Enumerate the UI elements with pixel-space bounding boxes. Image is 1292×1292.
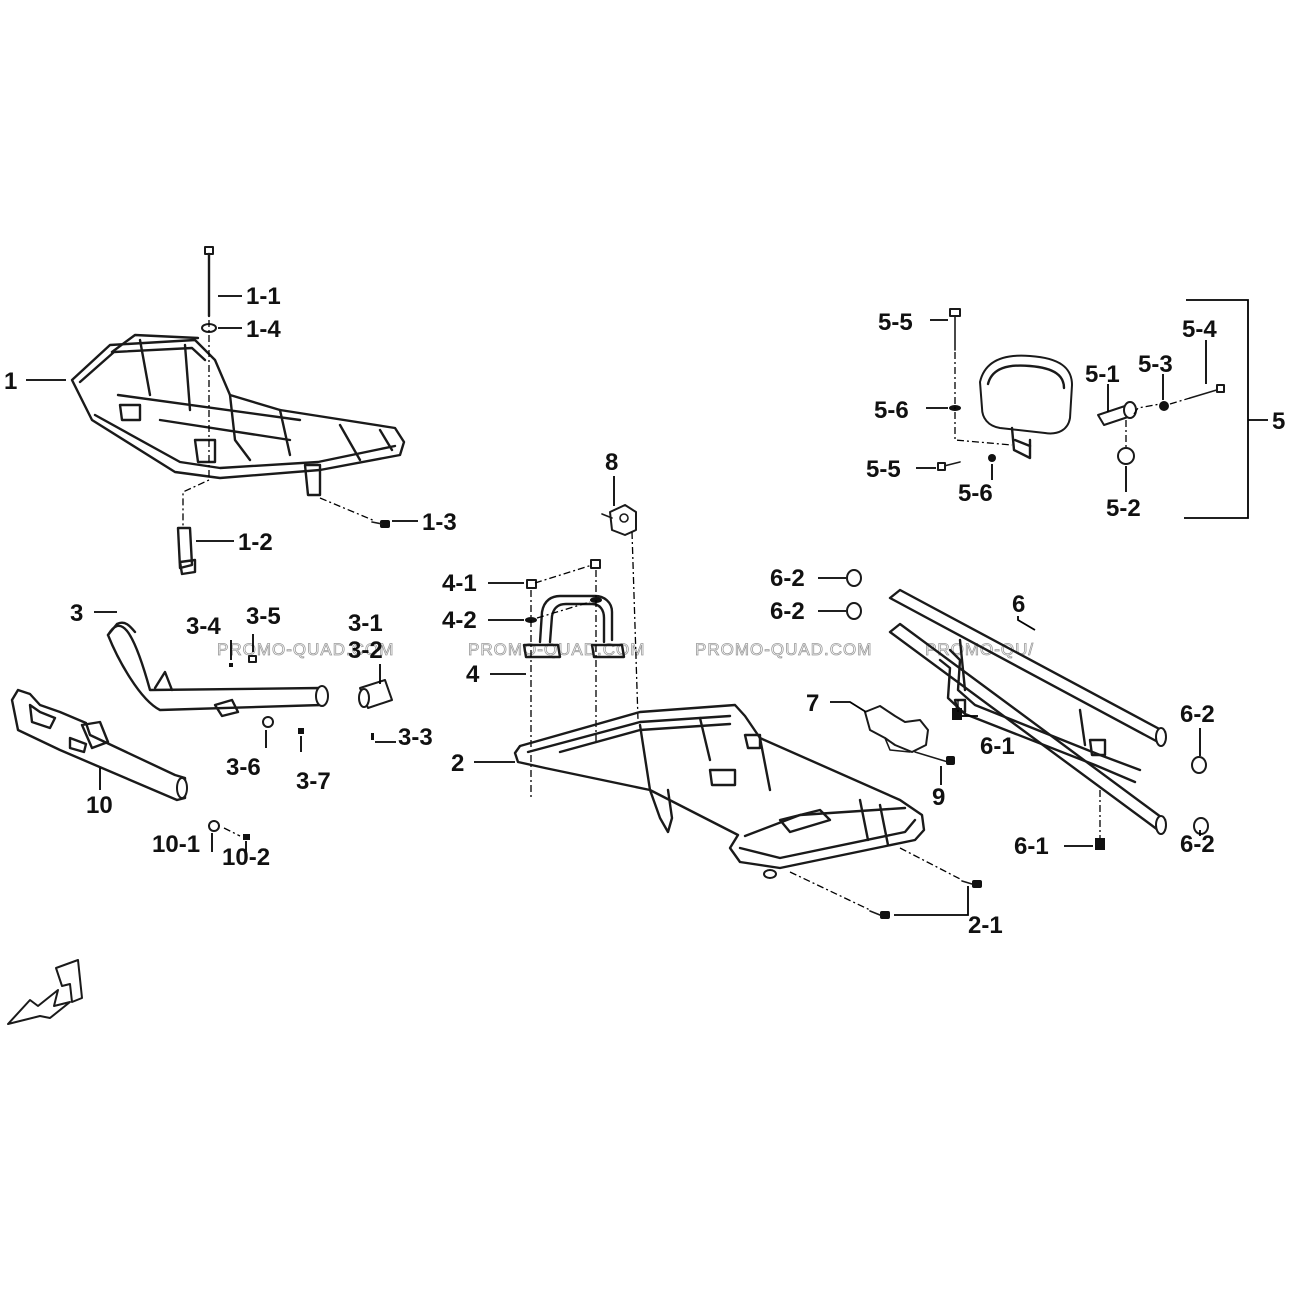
label-10-1: 10-1 xyxy=(152,831,200,858)
side-rails-part-6 xyxy=(888,588,1167,835)
label-10: 10 xyxy=(86,792,113,819)
label-1-3: 1-3 xyxy=(422,509,457,536)
nut-3-6 xyxy=(262,716,274,728)
end-cap-3-1 xyxy=(358,679,393,709)
label-6-1: 6-1 xyxy=(980,733,1015,760)
label-6: 6 xyxy=(1012,591,1025,618)
label-3-3: 3-3 xyxy=(398,724,433,751)
side-rail-part-10 xyxy=(10,688,188,802)
label-5-3: 5-3 xyxy=(1138,351,1173,378)
front-rack-part-1 xyxy=(70,333,406,497)
group-bracket-5 xyxy=(1184,299,1268,519)
leader-lines xyxy=(26,295,1207,916)
label-6-2: 6-2 xyxy=(1180,831,1215,858)
label-5-6: 5-6 xyxy=(874,397,909,424)
pin-part-9 xyxy=(914,751,955,765)
label-3-7: 3-7 xyxy=(296,768,331,795)
label-6-2: 6-2 xyxy=(770,565,805,592)
label-3-4: 3-4 xyxy=(186,613,221,640)
label-6-2: 6-2 xyxy=(770,598,805,625)
bolt-3-7 xyxy=(298,728,304,734)
nut-10-1 xyxy=(208,820,220,832)
label-9: 9 xyxy=(932,784,945,811)
label-5-5: 5-5 xyxy=(878,309,913,336)
label-2: 2 xyxy=(451,750,464,777)
bolt-6-1 xyxy=(952,708,1105,850)
front-direction-arrow-icon: F xyxy=(7,959,83,1025)
assembly-line xyxy=(957,700,1101,838)
label-4-2: 4-2 xyxy=(442,607,477,634)
bolt-4-1 xyxy=(526,559,601,589)
bracket-5-1 xyxy=(1097,401,1137,426)
assembly-line xyxy=(631,531,639,721)
pin-3-4 xyxy=(229,663,233,667)
assembly-line xyxy=(789,847,963,911)
washer-4-2 xyxy=(525,597,602,623)
bolt-1-3 xyxy=(371,520,390,528)
washer-5-3 xyxy=(1159,401,1169,411)
label-5-5: 5-5 xyxy=(866,456,901,483)
front-marker-letter: F xyxy=(60,987,69,1003)
backrest-part-5 xyxy=(979,354,1073,460)
assembly-line xyxy=(182,320,210,528)
watermark: PROMO-QUAD.COM xyxy=(695,640,872,659)
handle-part-4 xyxy=(522,594,626,659)
bracket-1-2 xyxy=(176,526,197,576)
label-3-1: 3-1 xyxy=(348,610,383,637)
watermark: PROMO-QU/ xyxy=(925,640,1034,659)
label-8: 8 xyxy=(605,449,618,476)
label-1-1: 1-1 xyxy=(246,283,281,310)
bushing-5-2 xyxy=(1117,447,1135,465)
bolt-5-5 xyxy=(937,308,961,471)
label-5: 5 xyxy=(1272,408,1285,435)
label-5-2: 5-2 xyxy=(1106,495,1141,522)
label-5-6: 5-6 xyxy=(958,480,993,507)
bolt-5-4 xyxy=(1189,384,1225,399)
label-7: 7 xyxy=(806,690,819,717)
washer-5-6 xyxy=(949,405,996,462)
watermark: PROMO-QUAD.COM xyxy=(217,640,394,659)
label-1-2: 1-2 xyxy=(238,529,273,556)
label-4: 4 xyxy=(466,661,480,688)
label-3-6: 3-6 xyxy=(226,754,261,781)
clamp-part-7 xyxy=(864,705,929,753)
pin-3-3 xyxy=(371,733,374,740)
grab-bar-part-3 xyxy=(106,621,329,718)
part-labels: 1 1-1 1-4 1-2 1-3 3 3-4 3-5 3-1 3-2 3-3 … xyxy=(4,283,1285,939)
end-cap-6-2 xyxy=(846,569,1209,835)
assembly-line xyxy=(319,497,376,522)
label-3-2: 3-2 xyxy=(348,637,383,664)
cap-3-5 xyxy=(248,655,257,663)
label-1: 1 xyxy=(4,368,17,395)
rear-rack-part-2 xyxy=(513,703,926,879)
label-3-5: 3-5 xyxy=(246,603,281,630)
label-1-4: 1-4 xyxy=(246,316,281,343)
bolt-2-1 xyxy=(869,880,982,919)
label-2-1: 2-1 xyxy=(968,912,1003,939)
label-4-1: 4-1 xyxy=(442,570,477,597)
label-5-4: 5-4 xyxy=(1182,316,1217,343)
label-3: 3 xyxy=(70,600,83,627)
label-6-2: 6-2 xyxy=(1180,701,1215,728)
label-6-1: 6-1 xyxy=(1014,833,1049,860)
assembly-line xyxy=(223,827,241,837)
bracket-part-8 xyxy=(601,504,637,536)
bolt-1-1 xyxy=(204,246,214,318)
label-5-1: 5-1 xyxy=(1085,361,1120,388)
label-10-2: 10-2 xyxy=(222,844,270,871)
bolt-10-2 xyxy=(243,834,250,840)
